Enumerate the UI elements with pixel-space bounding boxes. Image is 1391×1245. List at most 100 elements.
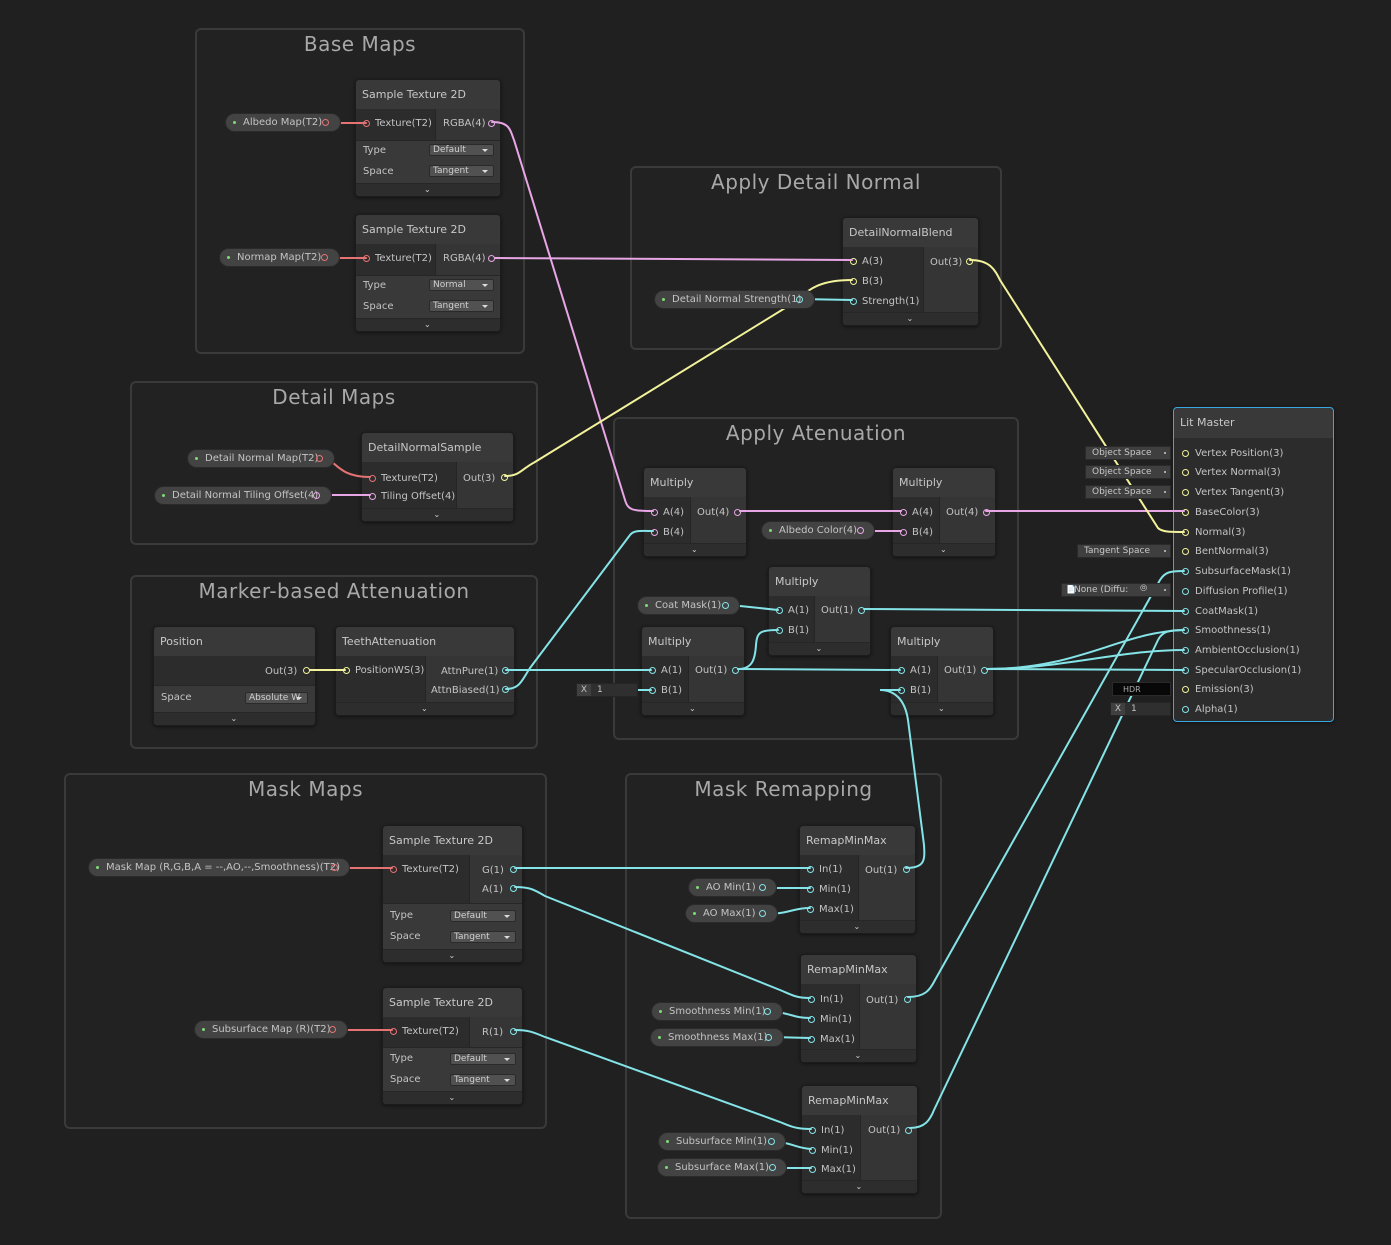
port-diffusion-profile[interactable]	[1182, 588, 1189, 595]
port-min-in[interactable]	[808, 1016, 815, 1023]
property-subsurface-min[interactable]: Subsurface Min(1)	[658, 1132, 786, 1151]
port-out[interactable]	[983, 509, 990, 516]
property-albedo-color[interactable]: Albedo Color(4)	[761, 521, 875, 540]
emission-hdr-field[interactable]: HDR	[1112, 682, 1171, 696]
node-multiply-2[interactable]: Multiply A(4) B(4) Out(4) ⌄	[892, 467, 996, 557]
port-in[interactable]	[809, 1127, 816, 1134]
chevron-down-icon[interactable]: ⌄	[691, 545, 698, 554]
chevron-down-icon[interactable]: ⌄	[906, 314, 914, 323]
port-out[interactable]	[759, 884, 766, 891]
node-sample-texture-mask[interactable]: Sample Texture 2D Texture(T2) G(1) A(1) …	[382, 825, 523, 963]
port-out[interactable]	[768, 1138, 775, 1145]
chevron-down-icon[interactable]: ⌄	[815, 644, 823, 653]
port-b-in[interactable]	[850, 278, 857, 285]
node-teeth-attenuation[interactable]: TeethAttenuation PositionWS(3) AttnPure(…	[335, 626, 515, 716]
port-vertex-normal[interactable]	[1182, 469, 1189, 476]
property-subsurface-map[interactable]: Subsurface Map (R)(T2)	[194, 1020, 348, 1039]
port-position-in[interactable]	[343, 667, 350, 674]
port-strength-in[interactable]	[850, 298, 857, 305]
port-vertex-tangent[interactable]	[1182, 489, 1189, 496]
port-out[interactable]	[316, 455, 323, 462]
chevron-down-icon[interactable]: ⌄	[448, 1093, 456, 1102]
port-out[interactable]	[322, 119, 329, 126]
port-out[interactable]	[765, 1034, 772, 1041]
property-ao-min[interactable]: AO Min(1)	[688, 878, 777, 897]
node-multiply-1[interactable]: Multiply A(4) B(4) Out(4) ⌄	[643, 467, 747, 557]
port-bentnormal[interactable]	[1182, 548, 1189, 555]
port-out[interactable]	[303, 667, 310, 674]
port-vertex-position[interactable]	[1182, 450, 1189, 457]
port-out[interactable]	[329, 1026, 336, 1033]
property-mask-map[interactable]: Mask Map (R,G,B,A = --,AO,--,Smoothness)…	[88, 858, 350, 877]
bentnormal-space[interactable]: Tangent Space	[1077, 544, 1171, 558]
node-sample-texture-subsurface[interactable]: Sample Texture 2D Texture(T2) R(1) Type …	[382, 987, 523, 1105]
port-out[interactable]	[903, 866, 910, 873]
port-a-out[interactable]	[510, 885, 517, 892]
node-multiply-3[interactable]: Multiply A(1) B(1) Out(1) ⌄	[768, 566, 871, 656]
port-out[interactable]	[905, 1127, 912, 1134]
chevron-down-icon[interactable]: ⌄	[689, 704, 696, 713]
port-out[interactable]	[313, 492, 320, 499]
port-min-in[interactable]	[807, 886, 814, 893]
port-min-in[interactable]	[809, 1147, 816, 1154]
space-dropdown[interactable]: Tangent	[429, 165, 494, 177]
node-lit-master[interactable]: Lit Master Vertex Position(3) Vertex Nor…	[1173, 407, 1334, 722]
property-ao-max[interactable]: AO Max(1)	[685, 904, 778, 923]
type-dropdown[interactable]: Default	[450, 1053, 516, 1065]
vertex-normal-space[interactable]: Object Space	[1085, 465, 1171, 479]
port-a-in[interactable]	[900, 509, 907, 516]
property-smoothness-max[interactable]: Smoothness Max(1)	[650, 1028, 784, 1047]
port-rgba-out[interactable]	[488, 120, 495, 127]
port-normal[interactable]	[1182, 529, 1189, 536]
port-emission[interactable]	[1182, 686, 1189, 693]
node-remap-subsurface[interactable]: RemapMinMax In(1) Min(1) Max(1) Out(1) ⌄	[801, 1085, 918, 1194]
chevron-down-icon[interactable]: ⌄	[230, 714, 238, 723]
port-out[interactable]	[981, 667, 988, 674]
port-out[interactable]	[734, 509, 741, 516]
chevron-down-icon[interactable]: ⌄	[421, 704, 428, 713]
space-dropdown[interactable]: Tangent	[450, 1074, 516, 1086]
port-a-in[interactable]	[651, 509, 658, 516]
port-ambient-occlusion[interactable]	[1182, 647, 1189, 654]
property-detail-normal-tiling[interactable]: Detail Normal Tiling Offset(4)	[154, 486, 332, 505]
port-biased-out[interactable]	[502, 686, 509, 693]
chevron-down-icon[interactable]: ⌄	[424, 185, 431, 194]
port-max-in[interactable]	[808, 1036, 815, 1043]
chevron-down-icon[interactable]: ⌄	[940, 545, 947, 554]
port-r-out[interactable]	[510, 1028, 517, 1035]
alpha-input[interactable]: X 1	[1110, 702, 1171, 716]
type-dropdown[interactable]: Normal	[429, 279, 494, 291]
port-out[interactable]	[904, 996, 911, 1003]
port-smoothness[interactable]	[1182, 627, 1189, 634]
node-detail-normal-sample[interactable]: DetailNormalSample Texture(T2) Tiling Of…	[361, 432, 514, 522]
port-out[interactable]	[501, 474, 508, 481]
port-texture-in[interactable]	[369, 475, 376, 482]
property-normap-map[interactable]: Normap Map(T2)	[219, 248, 340, 267]
property-detail-normal-strength[interactable]: Detail Normal Strength(1)	[654, 290, 815, 309]
port-specular-occlusion[interactable]	[1182, 667, 1189, 674]
port-b-in[interactable]	[898, 687, 905, 694]
port-out[interactable]	[857, 527, 864, 534]
target-icon[interactable]: ⦾	[1140, 584, 1148, 594]
port-g-out[interactable]	[510, 866, 517, 873]
space-dropdown[interactable]: Tangent	[429, 300, 494, 312]
property-albedo-map[interactable]: Albedo Map(T2)	[225, 113, 341, 132]
type-dropdown[interactable]: Default	[429, 144, 494, 156]
port-in[interactable]	[808, 996, 815, 1003]
property-detail-normal-map[interactable]: Detail Normal Map(T2)	[187, 449, 335, 468]
port-coatmask[interactable]	[1182, 608, 1189, 615]
port-texture-in[interactable]	[390, 866, 397, 873]
port-b-in[interactable]	[900, 529, 907, 536]
port-out[interactable]	[722, 602, 729, 609]
port-alpha[interactable]	[1182, 706, 1189, 713]
node-multiply-5[interactable]: Multiply A(1) B(1) Out(1) ⌄	[890, 626, 994, 716]
port-in[interactable]	[807, 866, 814, 873]
port-b-in[interactable]	[649, 687, 656, 694]
port-out[interactable]	[331, 864, 338, 871]
port-out[interactable]	[858, 607, 865, 614]
node-remap-ao[interactable]: RemapMinMax In(1) Min(1) Max(1) Out(1) ⌄	[799, 825, 916, 934]
port-texture-in[interactable]	[363, 120, 370, 127]
port-pure-out[interactable]	[502, 667, 509, 674]
node-sample-texture-albedo[interactable]: Sample Texture 2D Texture(T2) RGBA(4) Ty…	[355, 79, 501, 197]
port-rgba-out[interactable]	[488, 255, 495, 262]
